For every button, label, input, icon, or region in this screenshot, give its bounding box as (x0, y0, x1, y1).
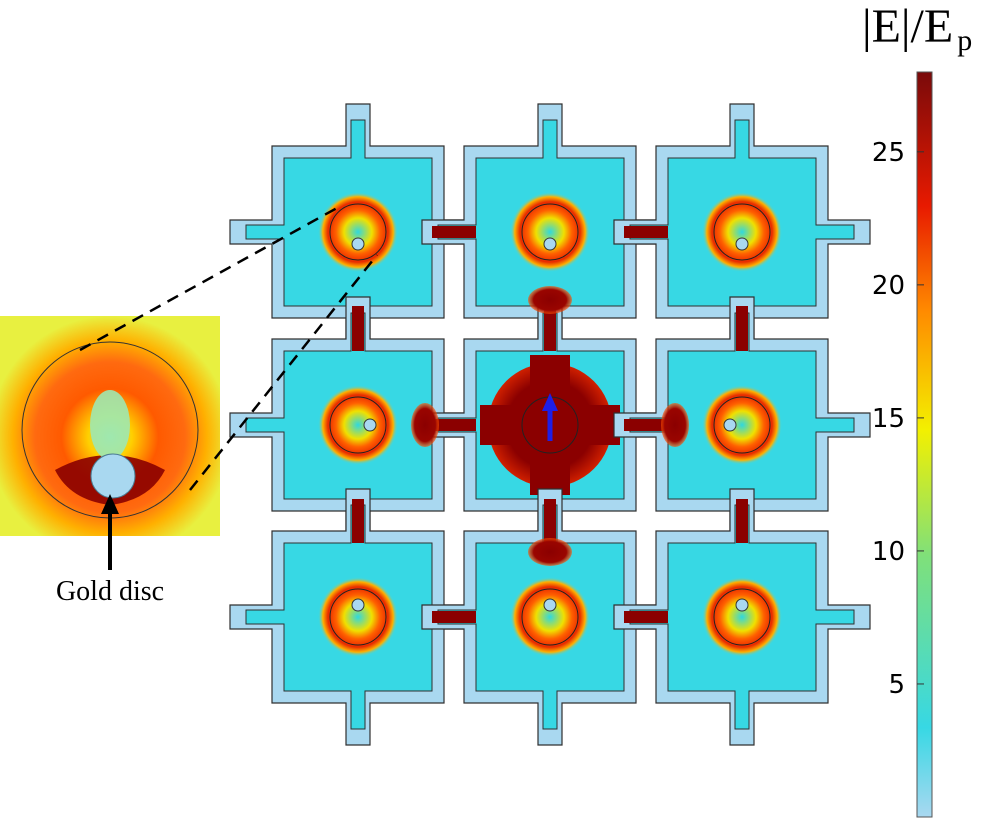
colorbar-title-sub: p (957, 24, 972, 57)
unit-cell-r3-c3 (613, 488, 871, 746)
hotspot-blob (411, 403, 439, 447)
resonator-ring-outline (329, 396, 387, 454)
unit-cell-r1-c1 (229, 103, 487, 361)
hotspot-blob (661, 403, 689, 447)
coupling-bar-horizontal (624, 226, 668, 238)
gold-disc (723, 418, 737, 432)
coupling-bar-horizontal (432, 226, 476, 238)
gold-disc-label: Gold disc (56, 576, 164, 607)
gold-disc (363, 418, 377, 432)
coupling-bar-vertical (544, 306, 556, 351)
resonator-ring-outline (521, 588, 579, 646)
unit-cell-r2-c2 (421, 296, 679, 554)
coupling-bar-vertical (352, 499, 364, 543)
coupling-bar-vertical (736, 499, 748, 543)
colorbar-gradient (916, 71, 933, 818)
gold-disc (735, 598, 749, 612)
colorbar-tick-label: 25 (872, 138, 905, 168)
gold-disc (543, 598, 557, 612)
zoom-line-bottom (189, 254, 378, 491)
gold-disc-pointer (101, 494, 119, 570)
hotspot-blob (528, 286, 572, 314)
unit-cell-r2-c3 (613, 296, 871, 554)
gold-disc (351, 598, 365, 612)
coupling-bar-horizontal (432, 419, 476, 431)
colorbar-tick-label: 5 (888, 670, 905, 700)
metasurface-lattice (229, 103, 871, 746)
coupling-bar-horizontal (432, 611, 476, 623)
hotspot-blob (528, 538, 572, 566)
gold-disc (735, 237, 749, 251)
colorbar-tick-label: 20 (872, 271, 905, 301)
colorbar-title-main: |E|/E (862, 0, 953, 53)
coupling-bar-vertical (736, 306, 748, 351)
coupling-bar-horizontal (624, 611, 668, 623)
unit-cell-r3-c1 (229, 488, 487, 746)
resonator-ring-outline (329, 588, 387, 646)
unit-cell-r1-c3 (613, 103, 871, 361)
resonator-ring-outline (329, 203, 387, 261)
unit-cell-r3-c2 (421, 488, 679, 746)
inset-gold-disc (90, 453, 136, 499)
arrow-up-icon (542, 393, 558, 411)
colorbar-ticks: 25 20 15 10 5 (872, 138, 924, 700)
unit-cell-r1-c2 (421, 103, 679, 361)
coupling-bars (352, 226, 748, 623)
resonator-ring-outline (521, 203, 579, 261)
coupling-bar-horizontal (624, 419, 668, 431)
gold-disc (543, 237, 557, 251)
zoom-line-top (79, 206, 338, 352)
resonator-ring-outline (713, 396, 771, 454)
gold-disc (351, 237, 365, 251)
resonator-ring-outline (713, 203, 771, 261)
coupling-bar-vertical (544, 499, 556, 543)
resonator-ring-outline (713, 588, 771, 646)
colorbar-tick-label: 15 (872, 404, 905, 434)
coupling-bar-vertical (352, 306, 364, 351)
inset-center-lobe (90, 390, 130, 460)
colorbar-tick-label: 10 (872, 537, 905, 567)
arrow-up-icon (101, 494, 119, 514)
